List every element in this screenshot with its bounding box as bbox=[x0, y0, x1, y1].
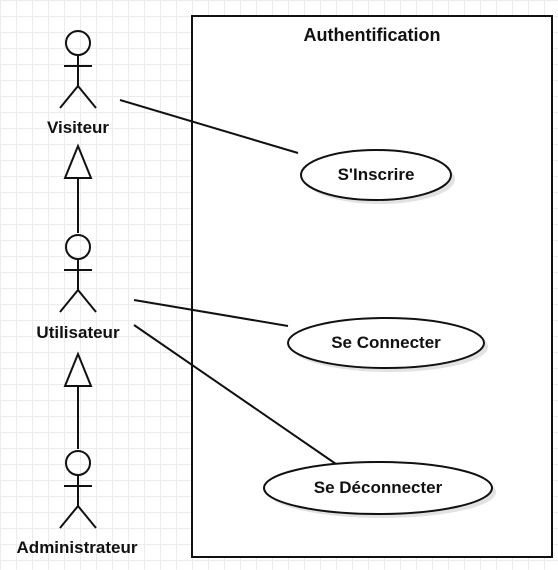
actor-administrateur-head bbox=[65, 450, 91, 476]
association-utilisateur-deconnecter bbox=[133, 324, 337, 465]
generalization-administrateur-utilisateur bbox=[63, 351, 93, 449]
actor-utilisateur-label: Utilisateur bbox=[36, 323, 120, 342]
usecase-deconnecter[interactable] bbox=[263, 461, 493, 515]
actor-visiteur-leg-left bbox=[59, 85, 79, 109]
actor-administrateur-leg-right bbox=[77, 505, 97, 529]
usecase-connecter-label: Se Connecter bbox=[331, 333, 441, 352]
system-title: Authentification bbox=[303, 25, 441, 45]
actor-visiteur-label: Visiteur bbox=[46, 118, 110, 137]
usecase-inscrire[interactable] bbox=[300, 149, 452, 201]
usecase-deconnecter-label: Se Déconnecter bbox=[313, 478, 443, 497]
association-visiteur-inscrire bbox=[119, 99, 299, 154]
actor-utilisateur-leg-left bbox=[59, 289, 79, 313]
usecase-connecter[interactable] bbox=[287, 317, 485, 369]
association-utilisateur-connecter bbox=[133, 299, 289, 327]
usecase-inscrire-label: S'Inscrire bbox=[337, 165, 415, 184]
actor-visiteur-figure bbox=[59, 30, 97, 109]
actor-utilisateur-leg-right bbox=[77, 289, 97, 313]
actor-visiteur-leg-right bbox=[77, 85, 97, 109]
actor-administrateur-leg-left bbox=[59, 505, 79, 529]
generalization-arrowhead-1 bbox=[63, 143, 93, 179]
generalization-utilisateur-visiteur bbox=[63, 143, 93, 233]
actor-utilisateur-head bbox=[65, 234, 91, 260]
actor-administrateur-label: Administrateur bbox=[16, 538, 138, 557]
actor-administrateur-figure bbox=[59, 450, 97, 529]
actor-visiteur-head bbox=[65, 30, 91, 56]
actor-utilisateur-figure bbox=[59, 234, 97, 313]
generalization-arrowhead-2 bbox=[63, 351, 93, 387]
